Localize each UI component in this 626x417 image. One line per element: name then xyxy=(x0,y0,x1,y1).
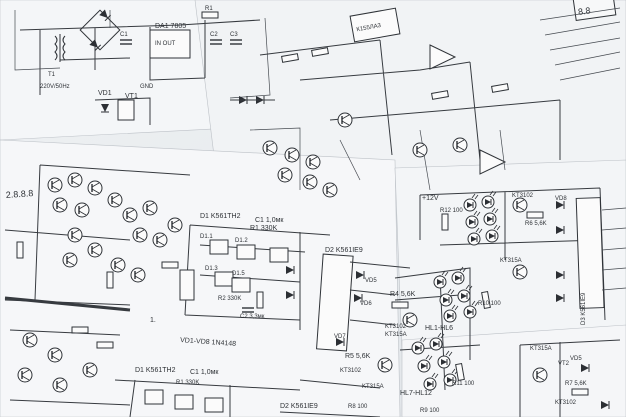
r9-label: R9 100 xyxy=(420,408,440,414)
mains-label: 220V/50Hz xyxy=(40,84,70,90)
top-digits: 8.8 xyxy=(577,5,591,17)
left-led-array: 2.8.8.8 1. xyxy=(4,164,191,406)
reg-pins: IN OUT xyxy=(155,41,176,47)
counter-schematic: D1 K561TH2 C1 1,0мк R1 330K D1.1 D1.2 D1… xyxy=(114,213,411,417)
vd5b-label: VD5 xyxy=(570,356,582,362)
d12-label: D1.2 xyxy=(235,238,248,244)
vt2-label: VT2 xyxy=(558,361,570,367)
power-supply-schematic: DA1 7805 IN OUT GND C1 C2 C3 R1 T1 220V/… xyxy=(14,6,271,125)
led-matrix-schematic: R4 5,6K KT3102 KT315A HL1-HL6 R10 100 HL… xyxy=(340,266,501,414)
bottom-right-schematic: KT315A VT2 VD5 R7 5,6K KT3102 xyxy=(519,339,621,417)
c2-cap-label: C2 3,3мк xyxy=(240,314,265,320)
d1-label-b: D1 K561TH2 xyxy=(135,367,176,374)
num-label: 1. xyxy=(150,317,156,324)
ic-top-label: К155ЛА3 xyxy=(356,23,382,33)
hl7-label: HL7-HL12 xyxy=(400,390,432,397)
r2-label: R2 330K xyxy=(218,296,241,302)
r10-label: R10 100 xyxy=(478,301,501,307)
kt315d-label: KT315A xyxy=(530,346,552,352)
d3-label: D3 K561IE9 xyxy=(581,292,587,325)
t1-label: T1 xyxy=(48,72,56,78)
kt315b-label: KT315A xyxy=(362,384,384,390)
kt3102c-label: KT3102 xyxy=(512,193,534,199)
vd7-label: VD7 xyxy=(334,334,346,340)
d1-label: D1 K561TH2 xyxy=(200,213,241,220)
seven-seg-digits: 2.8.8.8 xyxy=(5,188,33,200)
da1-label: DA1 7805 xyxy=(155,23,186,30)
r6-label: R6 5,6K xyxy=(525,221,547,227)
r1-res-label: R1 330K xyxy=(250,225,278,232)
r11-label: R11 100 xyxy=(452,381,475,387)
c3-label: C3 xyxy=(230,32,238,38)
c2-label: C2 xyxy=(210,32,218,38)
vd-range-label: VD1-VD8 1N4148 xyxy=(180,337,236,348)
kt3102d-label: KT3102 xyxy=(555,400,577,406)
c1-label-b: C1 1,0мк xyxy=(190,369,219,376)
r7-label: R7 5,6K xyxy=(565,381,587,387)
right-led-driver: +12V R12 100 KT3102 R6 5,6K KT315A VD8 D… xyxy=(419,187,626,325)
kt315a-label: KT315A xyxy=(385,332,407,338)
kt3102b-label: KT3102 xyxy=(340,368,362,374)
logic-schematic: К155ЛА3 8.8 xyxy=(230,0,621,198)
r5-label: R5 5,6K xyxy=(345,353,371,360)
kt315c-label: KT315A xyxy=(500,258,522,264)
d2-label: D2 K561IE9 xyxy=(325,247,363,254)
r1-label-b: R1 330K xyxy=(176,380,199,386)
hl1-label: HL1-HL6 xyxy=(425,325,453,332)
d15-label: D1.5 xyxy=(232,271,245,277)
vd5-label: VD5 xyxy=(365,278,377,284)
c1-label: C1 xyxy=(120,32,128,38)
vd6-label: VD6 xyxy=(360,301,372,307)
vd1-label: VD1 xyxy=(98,90,112,97)
d11-label: D1.1 xyxy=(200,234,213,240)
vt1-label: VT1 xyxy=(125,93,138,100)
r4-label: R4 5,6K xyxy=(390,291,416,298)
d13-label: D1.3 xyxy=(205,266,218,272)
r1-label: R1 xyxy=(205,6,213,12)
c1-cap-label: C1 1,0мк xyxy=(255,217,284,224)
vd8-label: VD8 xyxy=(555,196,567,202)
gnd-label: GND xyxy=(140,84,154,90)
kt3102-label: KT3102 xyxy=(385,324,407,330)
r8-label: R8 100 xyxy=(348,404,368,410)
d2-label-b: D2 K561IE9 xyxy=(280,403,318,410)
p12v-label: +12V xyxy=(422,195,439,202)
r12-label: R12 100 xyxy=(440,208,463,214)
